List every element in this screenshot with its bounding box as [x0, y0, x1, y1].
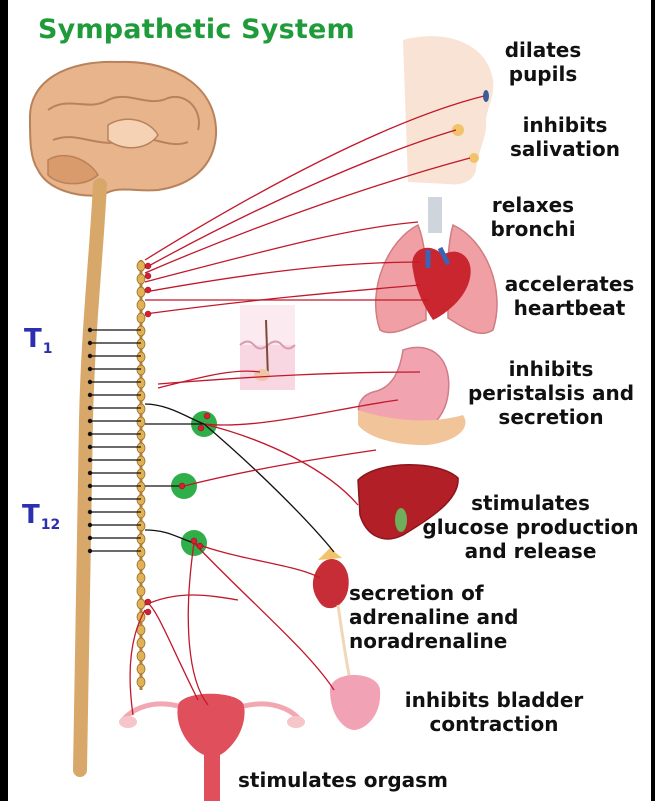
- chain-ganglion: [137, 521, 145, 531]
- spinal-nerve-roots: [88, 328, 141, 553]
- t12-main: T: [22, 500, 40, 530]
- chain-ganglion: [137, 417, 145, 427]
- kidney: [313, 559, 349, 608]
- root-dot: [88, 523, 92, 527]
- chain-ganglion: [137, 482, 145, 492]
- label-inhibits-peristalsis: inhibits peristalsis and secretion: [456, 357, 646, 429]
- synapse-dot: [145, 287, 151, 293]
- chain-ganglion: [137, 456, 145, 466]
- nerve-fiber: [188, 543, 208, 705]
- root-dot: [88, 432, 92, 436]
- chain-ganglion: [137, 534, 145, 544]
- label-accelerates-heartbeat: accelerates heartbeat: [492, 272, 647, 320]
- chain-ganglion: [137, 599, 145, 609]
- root-dot: [88, 445, 92, 449]
- label-stimulates-orgasm: stimulates orgasm: [238, 768, 498, 792]
- root-dot: [88, 458, 92, 462]
- label-relaxes-bronchi: relaxes bronchi: [478, 193, 588, 241]
- root-dot: [88, 341, 92, 345]
- chain-ganglion: [137, 287, 145, 297]
- t1-marker: T1: [24, 324, 53, 357]
- synapse-dot: [145, 311, 151, 317]
- chain-ganglion: [137, 352, 145, 362]
- chain-ganglion: [137, 664, 145, 674]
- chain-ganglion: [137, 326, 145, 336]
- adrenal-gland: [318, 548, 342, 560]
- salivary-gland: [469, 153, 479, 163]
- diagram-title: Sympathetic System: [38, 14, 355, 45]
- synapse-dot: [145, 599, 151, 605]
- root-dot: [88, 484, 92, 488]
- root-dot: [88, 328, 92, 332]
- chain-ganglion: [137, 638, 145, 648]
- synapse-dot: [191, 538, 197, 544]
- spinal-cord: [80, 185, 100, 770]
- nerve-fiber: [194, 543, 320, 578]
- nerve-fiber: [204, 424, 334, 552]
- t12-marker: T12: [22, 500, 60, 533]
- nerve-fiber: [184, 450, 376, 486]
- chain-ganglion: [137, 586, 145, 596]
- synapse-dot: [179, 483, 185, 489]
- chain-ganglion: [137, 651, 145, 661]
- diagram-canvas: Sympathetic System T1 T12 dilates pupils…: [8, 0, 651, 801]
- chain-ganglion: [137, 404, 145, 414]
- root-dot: [88, 549, 92, 553]
- label-adrenaline-secretion: secretion of adrenaline and noradrenalin…: [349, 581, 569, 653]
- root-dot: [88, 419, 92, 423]
- label-dilates-pupils: dilates pupils: [488, 38, 598, 86]
- chain-ganglion: [137, 274, 145, 284]
- t12-sub: 12: [41, 517, 60, 533]
- root-dot: [88, 406, 92, 410]
- label-inhibits-bladder: inhibits bladder contraction: [384, 688, 604, 736]
- synapse-dot: [197, 543, 203, 549]
- synapse-dot: [145, 609, 151, 615]
- chain-ganglion: [137, 378, 145, 388]
- root-dot: [88, 354, 92, 358]
- synapse-dot: [204, 413, 210, 419]
- root-dot: [88, 497, 92, 501]
- t1-sub: 1: [43, 341, 53, 357]
- brain: [30, 62, 216, 196]
- root-dot: [88, 536, 92, 540]
- synapse-dot: [198, 425, 204, 431]
- chain-ganglion: [137, 339, 145, 349]
- chain-ganglion: [137, 508, 145, 518]
- chain-ganglion: [137, 495, 145, 505]
- root-dot: [88, 510, 92, 514]
- chain-ganglion: [137, 261, 145, 271]
- root-dot: [88, 367, 92, 371]
- root-dot: [88, 393, 92, 397]
- chain-ganglion: [137, 560, 145, 570]
- chain-ganglion: [137, 443, 145, 453]
- chain-ganglion: [137, 430, 145, 440]
- chain-ganglion: [137, 573, 145, 583]
- nerve-fiber: [145, 222, 418, 282]
- chain-ganglion: [137, 547, 145, 557]
- chain-ganglion: [137, 300, 145, 310]
- chain-ganglion: [137, 677, 145, 687]
- label-inhibits-salivation: inhibits salivation: [500, 113, 630, 161]
- gallbladder: [395, 508, 407, 532]
- synapse-dot: [145, 273, 151, 279]
- label-stimulates-glucose: stimulates glucose production and releas…: [414, 491, 647, 563]
- nerve-fiber: [204, 424, 358, 505]
- face: [403, 36, 493, 184]
- nerve-fiber: [145, 595, 238, 605]
- synapse-dot: [145, 263, 151, 269]
- nerve-fiber: [194, 543, 334, 690]
- root-dot: [88, 380, 92, 384]
- chain-ganglion: [137, 365, 145, 375]
- chain-ganglion: [137, 391, 145, 401]
- chain-ganglion: [137, 469, 145, 479]
- t1-main: T: [24, 324, 42, 354]
- bladder: [330, 675, 380, 730]
- chain-ganglion: [137, 313, 145, 323]
- root-dot: [88, 471, 92, 475]
